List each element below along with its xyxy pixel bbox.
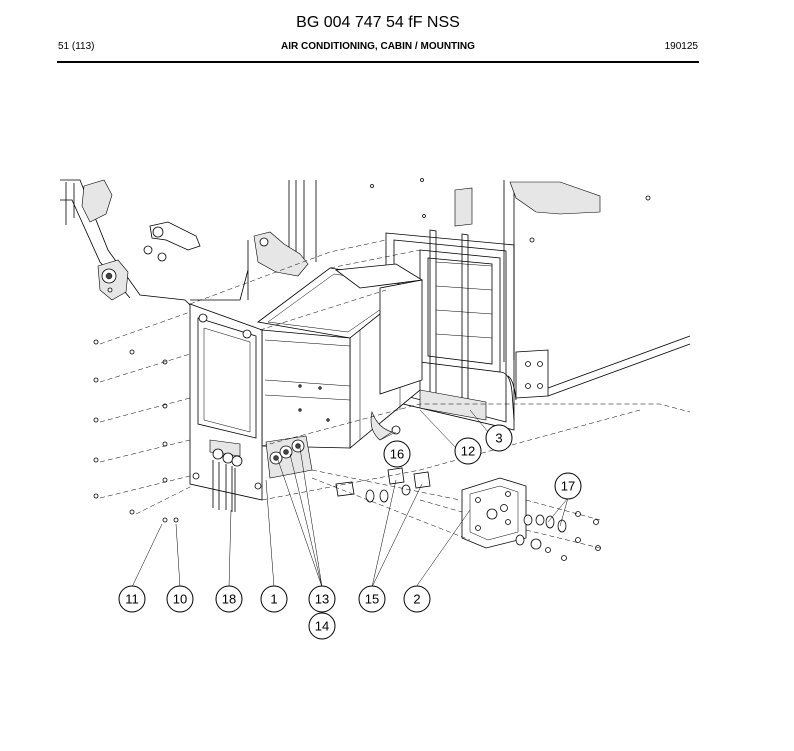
leader-lines — [131, 409, 569, 588]
callout-11: 11 — [118, 585, 146, 613]
callout-13-text: 13 — [315, 592, 329, 607]
callout-15: 15 — [358, 585, 386, 613]
cabin-structure — [60, 179, 317, 306]
callout-2: 2 — [403, 585, 431, 613]
pipe-couplings — [265, 435, 313, 479]
front-panel — [189, 303, 263, 501]
callout-13: 13 — [308, 585, 336, 613]
loose-fittings — [335, 410, 431, 503]
callout-15-text: 15 — [365, 592, 379, 607]
mounting-screws — [93, 178, 651, 523]
document-title: BG 004 747 54 fF NSS — [296, 14, 460, 31]
callout-16: 16 — [383, 440, 411, 468]
rear-frame-gasket — [385, 180, 691, 431]
section-title: AIR CONDITIONING, CABIN / MOUNTING — [281, 41, 475, 52]
callout-1-text: 1 — [270, 592, 277, 607]
callout-12-text: 12 — [461, 444, 475, 459]
assembly-lines — [99, 239, 691, 549]
ac-unit-body — [257, 263, 424, 449]
page-number: 51 (113) — [58, 41, 95, 52]
callout-10: 10 — [166, 585, 194, 613]
callout-18: 18 — [215, 585, 243, 613]
callout-labels: 11 10 18 1 13 14 15 2 16 12 3 — [118, 424, 582, 640]
callout-3: 3 — [485, 424, 513, 452]
callout-12: 12 — [454, 437, 482, 465]
callout-11-text: 11 — [125, 592, 139, 607]
callout-16-text: 16 — [390, 447, 404, 462]
document-date: 190125 — [664, 41, 698, 52]
callout-2-text: 2 — [413, 592, 420, 607]
callout-14: 14 — [308, 612, 336, 640]
callout-14-text: 14 — [315, 619, 329, 634]
valve-fittings — [515, 511, 601, 561]
hose-connectors — [212, 448, 243, 512]
callout-1: 1 — [260, 585, 288, 613]
callout-17: 17 — [554, 472, 582, 500]
header-rule — [57, 61, 699, 63]
callout-17-text: 17 — [561, 479, 575, 494]
mounting-plate — [461, 477, 527, 549]
callout-3-text: 3 — [495, 431, 502, 446]
callout-18-text: 18 — [222, 592, 236, 607]
callout-10-text: 10 — [173, 592, 187, 607]
